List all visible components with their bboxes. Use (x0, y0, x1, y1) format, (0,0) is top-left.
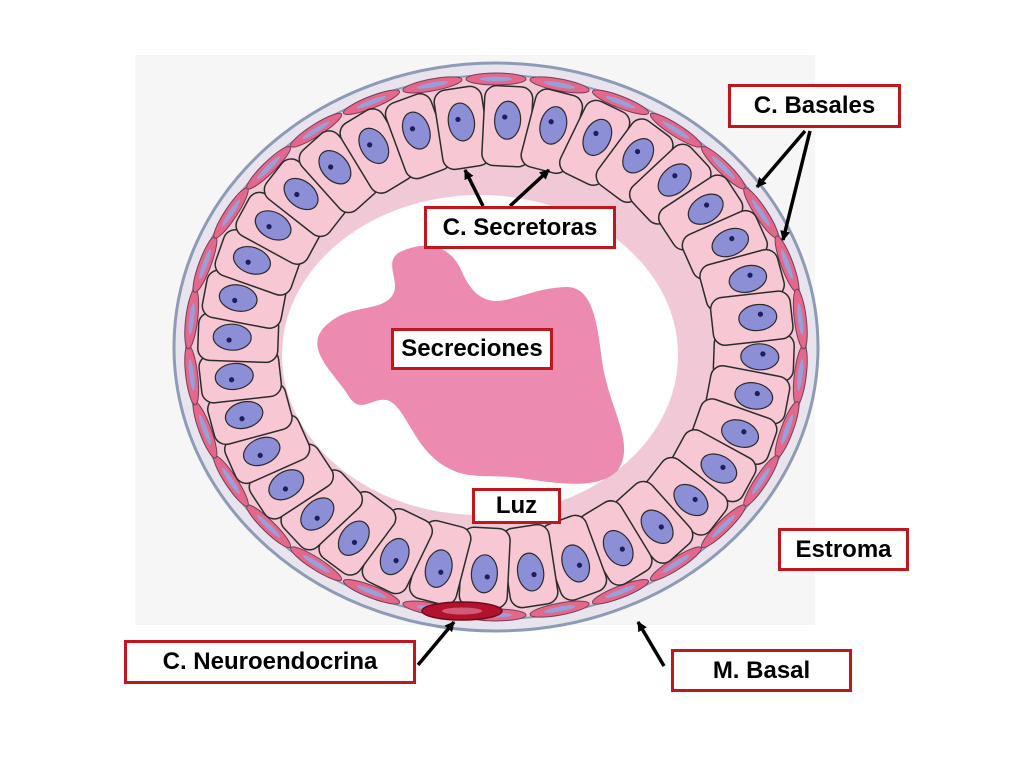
arrow-secretoras-right (508, 168, 551, 208)
arrow-neuroendocrina (416, 620, 456, 667)
basal-cell (700, 145, 746, 190)
label-estroma: Estroma (778, 528, 909, 571)
basal-cell (246, 145, 292, 190)
basal-cell (192, 401, 218, 459)
basal-cell (529, 76, 590, 94)
label-secreciones: Secreciones (391, 328, 553, 370)
secretory-cell (628, 143, 712, 225)
secretory-cell (384, 93, 453, 180)
secretory-cell (481, 84, 534, 168)
label-luz: Luz (472, 488, 561, 524)
basal-cell (342, 579, 401, 605)
arrow-basales-2 (780, 130, 812, 241)
secretory-cell (298, 130, 380, 214)
secretory-cell (361, 508, 434, 595)
arrow-basal (636, 621, 666, 667)
basal-cell (591, 579, 650, 605)
secretory-cell (339, 108, 415, 194)
secretory-cell (670, 429, 757, 503)
secretory-cell (235, 191, 322, 265)
basal-cell (649, 112, 702, 148)
secretory-cell (223, 413, 311, 485)
secretory-cell (644, 456, 729, 536)
basal-cell (402, 76, 463, 94)
secretory-cell (263, 158, 348, 238)
basal-cell (649, 546, 702, 582)
label-c-secretoras: C. Secretoras (424, 206, 616, 249)
secretory-cell (612, 480, 694, 564)
basal-cell (529, 600, 590, 618)
secretory-cell (500, 523, 559, 609)
secretory-cell (709, 290, 794, 346)
arrow-secretoras-left (463, 169, 485, 207)
secretory-cell (248, 443, 335, 520)
arrow-basales-1 (755, 129, 807, 189)
basal-cell (700, 504, 746, 549)
basal-cell (591, 89, 650, 115)
secretory-cell (433, 85, 492, 171)
label-c-basales: C. Basales (728, 84, 901, 128)
secretory-cell (458, 526, 511, 610)
annotation-arrows (416, 129, 812, 667)
label-c-neuroendocrina: C. Neuroendocrina (124, 640, 416, 684)
secretory-cell (577, 500, 653, 586)
neuroendocrine-nucleus (442, 607, 482, 615)
basal-cell (213, 187, 249, 239)
label-m-basal: M. Basal (671, 649, 852, 692)
secretory-cell (681, 209, 769, 281)
basal-cell (465, 72, 527, 86)
basal-cell (290, 546, 343, 582)
basal-cell (342, 89, 401, 115)
basal-cell (792, 288, 808, 350)
